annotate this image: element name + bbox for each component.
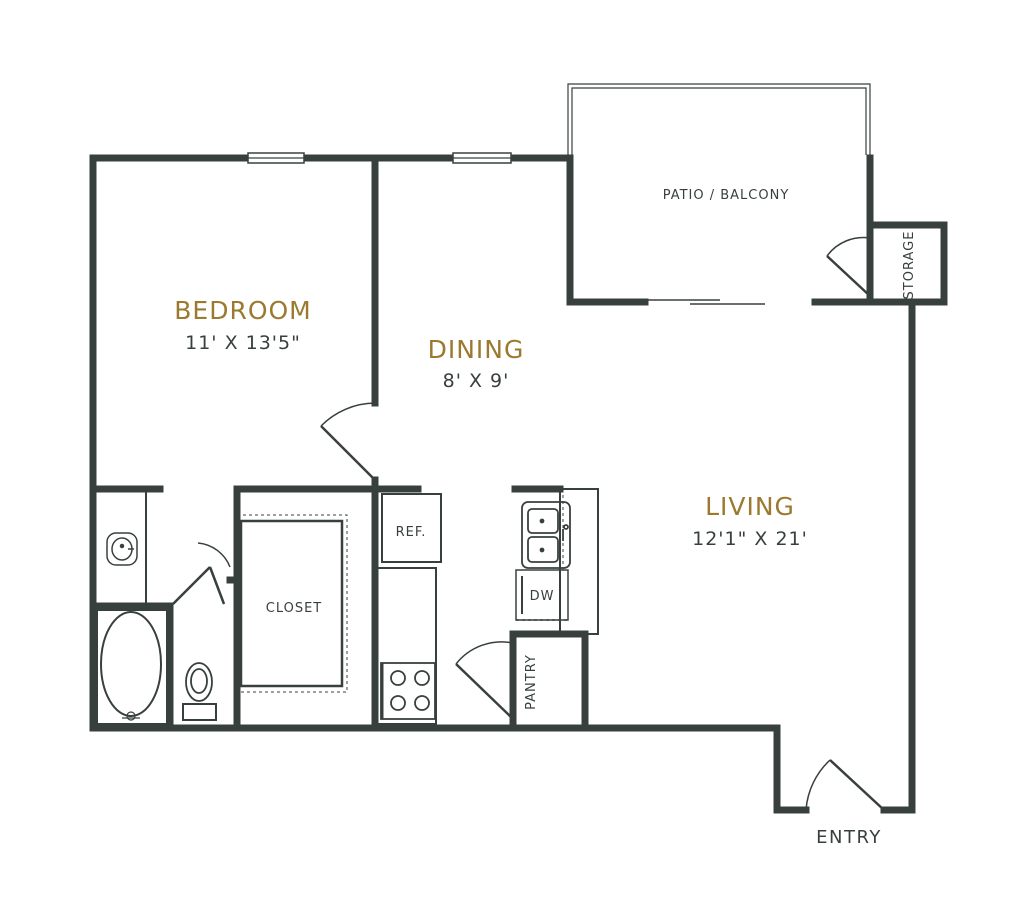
entry-door-swing [805,759,831,811]
closet-label: CLOSET [266,601,323,616]
closet-fixtures [236,514,348,693]
windows [247,152,512,164]
patio-label: PATIO / BALCONY [663,188,790,203]
bedroom-name: BEDROOM [174,296,312,325]
kitchen-sink-icon [521,501,571,569]
bathroom-door-swing [197,542,231,568]
walls [89,154,948,814]
dining-dims: 8' X 9' [443,370,510,392]
storage-label: STORAGE [902,231,917,300]
pantry-label: PANTRY [524,654,539,710]
bathroom-sink-icon [106,532,138,566]
dishwasher [515,489,569,621]
bathtub-icon [96,609,168,725]
living-dims: 12'1" X 21' [692,528,808,550]
entry-label: ENTRY [816,827,882,848]
thin-lines [145,238,871,728]
patio-outline [567,83,871,155]
toilet-icon [182,662,217,721]
living-name: LIVING [705,492,795,521]
stove-icon [380,662,436,720]
dw-label: DW [530,589,555,604]
doors [172,236,885,811]
pantry-door-swing [455,641,514,665]
patio-sliding-door [645,299,765,305]
bedroom-door-swing [320,402,376,427]
bedroom-dims: 11' X 13'5" [185,332,301,354]
dining-name: DINING [428,335,525,364]
ref-label: REF. [396,525,427,540]
storage-door-swing [826,236,871,257]
refrigerator [375,493,442,568]
